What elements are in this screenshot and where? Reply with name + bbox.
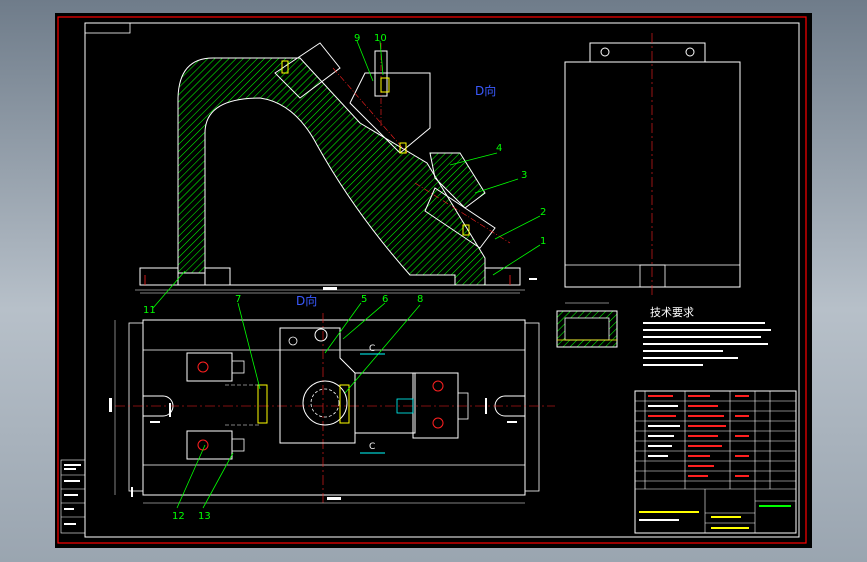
balloon-3: 3: [521, 170, 527, 181]
title-block: [634, 390, 797, 534]
corner-tag: [84, 22, 131, 34]
balloon-6: 6: [382, 294, 388, 305]
side-view-title: D向: [475, 83, 496, 98]
section-mark-bottom: C: [369, 442, 375, 452]
section-detail: [556, 302, 618, 348]
balloon-8: 8: [417, 294, 423, 305]
side-margin-text: [64, 464, 81, 525]
balloon-7: 7: [235, 294, 241, 305]
tech-requirements: 技术要求: [643, 306, 771, 366]
side-view-body: [135, 42, 525, 294]
top-view: [109, 313, 555, 504]
cad-drawing-viewport[interactable]: 技术要求: [55, 13, 812, 548]
leader-lines: [152, 40, 541, 509]
balloon-5: 5: [361, 294, 367, 305]
balloon-12: 12: [172, 511, 185, 522]
tech-requirements-title: 技术要求: [650, 306, 694, 319]
balloon-4: 4: [496, 143, 502, 154]
side-margin-table: [60, 459, 86, 534]
inner-frame: [84, 22, 800, 538]
balloon-1: 1: [540, 236, 546, 247]
outer-frame: [57, 16, 807, 544]
balloon-10: 10: [374, 33, 387, 44]
cad-drawing: 技术要求: [57, 16, 807, 544]
right-view: [564, 33, 741, 298]
dimension-marks: [131, 278, 537, 497]
balloon-2: 2: [540, 207, 546, 218]
section-mark-top: C: [369, 344, 375, 354]
title-block-text: [639, 395, 791, 529]
balloon-11: 11: [143, 305, 156, 316]
top-view-title: D向: [296, 293, 317, 308]
balloon-9: 9: [354, 33, 360, 44]
balloon-13: 13: [198, 511, 211, 522]
tech-requirements-lines: [643, 322, 771, 366]
